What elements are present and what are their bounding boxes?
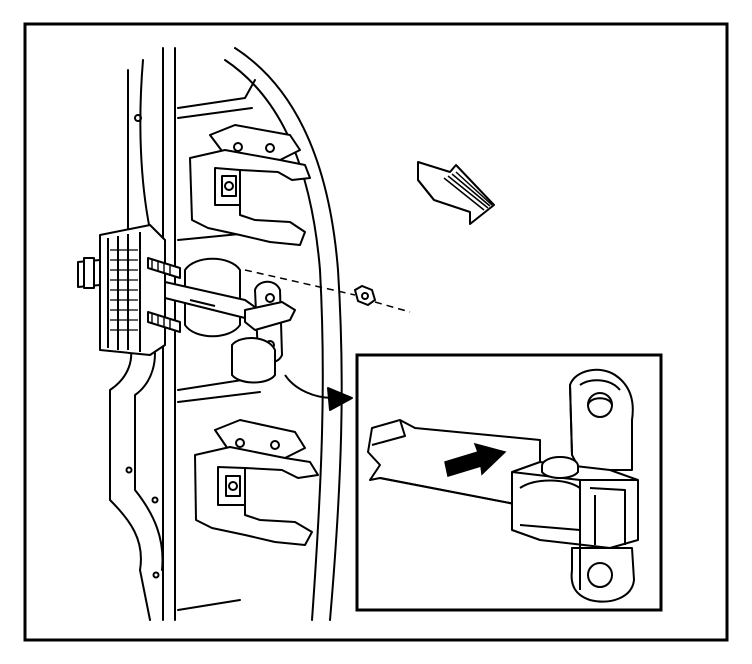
lower-hinge [195, 420, 318, 545]
upper-hinge [190, 125, 310, 245]
direction-arrow-icon [418, 162, 494, 224]
door-check-body [78, 225, 180, 355]
hex-nut-icon [355, 286, 375, 305]
detail-callout-arrow-icon [285, 375, 352, 410]
insert-arrow-icon [445, 444, 505, 476]
check-bracket-knuckle [512, 457, 638, 548]
check-bracket-upper [570, 370, 633, 470]
check-arm-bracket [165, 259, 295, 383]
check-bracket-lower [572, 548, 634, 602]
fastener-callout [245, 270, 410, 312]
detail-inset [357, 355, 661, 610]
